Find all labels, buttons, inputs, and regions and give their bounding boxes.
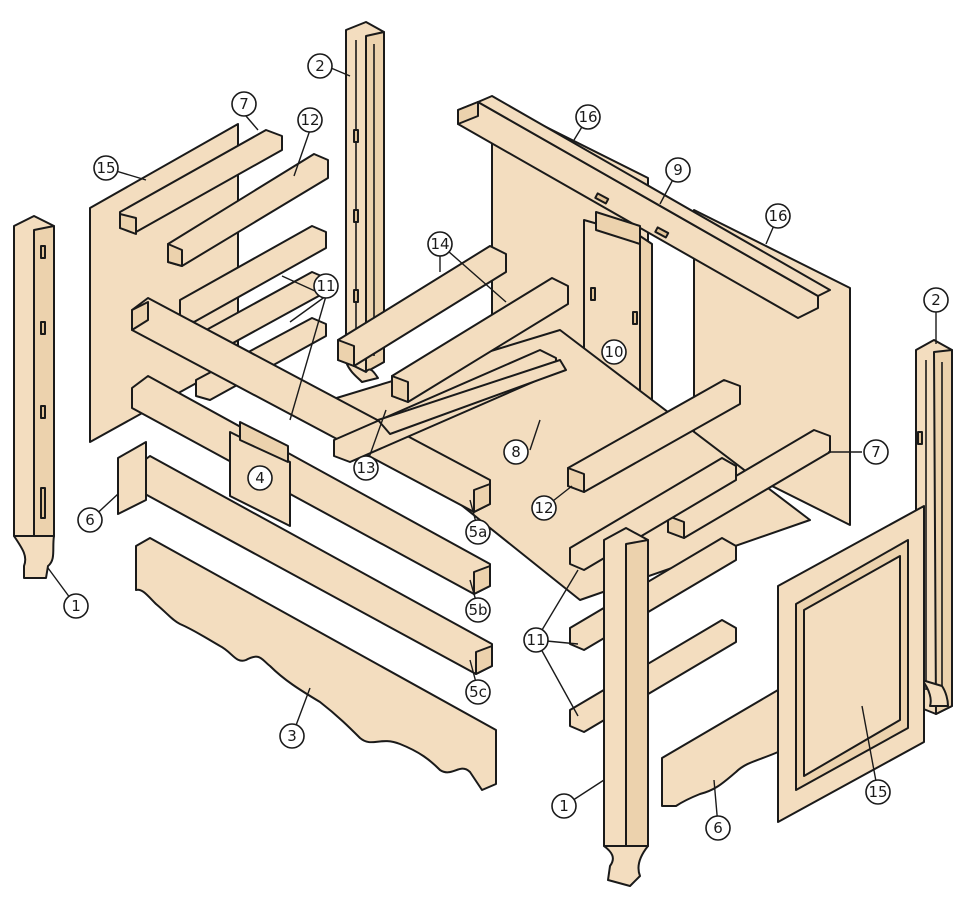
side-panel-right-raised	[777, 505, 925, 823]
callout-label: 6	[713, 819, 723, 837]
callout-label: 14	[430, 235, 449, 253]
callout-c5c: 5c	[465, 679, 491, 705]
callout-circle	[465, 597, 491, 623]
callout-circle	[427, 231, 453, 257]
callout-label: 3	[287, 727, 297, 745]
rear-leg-right	[915, 339, 953, 715]
callout-circle	[531, 495, 557, 521]
callout-circle	[307, 53, 333, 79]
callout-c15a: 15	[93, 155, 119, 181]
callout-c10: 10	[601, 339, 627, 365]
callout-c1a: 1	[63, 593, 89, 619]
callout-circle	[279, 723, 305, 749]
callout-circle	[77, 507, 103, 533]
callout-c5a: 5a	[465, 519, 491, 545]
callout-c12a: 12	[297, 107, 323, 133]
callout-label: 12	[534, 499, 553, 517]
callout-c1b: 1	[551, 793, 577, 819]
callout-label: 2	[315, 57, 325, 75]
callout-circle	[93, 155, 119, 181]
callout-c7b: 7	[863, 439, 889, 465]
callout-c16b: 16	[765, 203, 791, 229]
callout-label: 7	[871, 443, 881, 461]
callout-c9: 9	[665, 157, 691, 183]
callout-circle	[247, 465, 273, 491]
callout-c7a: 7	[231, 91, 257, 117]
callout-circle	[353, 455, 379, 481]
drawer-runner-13	[333, 349, 567, 463]
callout-circle	[313, 273, 339, 299]
callout-circle	[665, 157, 691, 183]
front-apron	[135, 537, 497, 791]
callout-label: 6	[85, 511, 95, 529]
callout-label: 5b	[468, 601, 487, 619]
callout-label: 1	[71, 597, 81, 615]
callout-circle	[765, 203, 791, 229]
side-rail-left-12	[167, 153, 329, 267]
callout-label: 4	[255, 469, 265, 487]
callout-c15b: 15	[865, 779, 891, 805]
callout-label: 15	[96, 159, 115, 177]
drawer-support-14-front	[391, 277, 569, 403]
callout-circle	[63, 593, 89, 619]
side-apron-left	[117, 441, 147, 515]
callout-c6b: 6	[705, 815, 731, 841]
callout-c3: 3	[279, 723, 305, 749]
callout-c11a: 11	[313, 273, 339, 299]
callout-c12b: 12	[531, 495, 557, 521]
callout-label: 1	[559, 797, 569, 815]
callout-circle	[465, 679, 491, 705]
callout-label: 13	[356, 459, 375, 477]
callout-c2a: 2	[307, 53, 333, 79]
callout-label: 11	[316, 277, 335, 295]
back-rail	[457, 95, 831, 319]
callout-circle	[601, 339, 627, 365]
front-leg-left	[13, 215, 55, 579]
callout-circle	[863, 439, 889, 465]
callout-circle	[297, 107, 323, 133]
callout-label: 8	[511, 443, 521, 461]
callout-label: 15	[868, 783, 887, 801]
front-rail-5b	[131, 375, 491, 595]
callout-circle	[465, 519, 491, 545]
callout-label: 5c	[469, 683, 487, 701]
callout-label: 10	[604, 343, 623, 361]
callout-circle	[231, 91, 257, 117]
callout-c16a: 16	[575, 104, 601, 130]
callout-c6a: 6	[77, 507, 103, 533]
callout-c4: 4	[247, 465, 273, 491]
front-leg-right	[603, 527, 649, 887]
side-apron-right	[661, 689, 779, 807]
callout-circle	[705, 815, 731, 841]
callout-label: 7	[239, 95, 249, 113]
callout-label: 9	[673, 161, 683, 179]
callout-c8: 8	[503, 439, 529, 465]
callout-label: 16	[578, 108, 597, 126]
callout-circle	[523, 627, 549, 653]
callout-circle	[865, 779, 891, 805]
drawer-support-14-back	[337, 245, 507, 367]
callout-c2b: 2	[923, 287, 949, 313]
rear-leg-left	[345, 21, 385, 383]
callout-label: 12	[300, 111, 319, 129]
callout-circle	[575, 104, 601, 130]
callout-c11b: 11	[523, 627, 549, 653]
callout-label: 16	[768, 207, 787, 225]
callout-c13: 13	[353, 455, 379, 481]
side-rail-right-12	[567, 379, 741, 493]
side-top-rail-left	[119, 129, 283, 235]
callout-label: 5a	[469, 523, 488, 541]
callout-label: 2	[931, 291, 941, 309]
callout-label: 11	[526, 631, 545, 649]
front-rail-5a	[131, 297, 491, 513]
callout-circle	[923, 287, 949, 313]
callout-c14: 14	[427, 231, 453, 257]
callout-circle	[503, 439, 529, 465]
callout-circle	[551, 793, 577, 819]
callout-c5b: 5b	[465, 597, 491, 623]
